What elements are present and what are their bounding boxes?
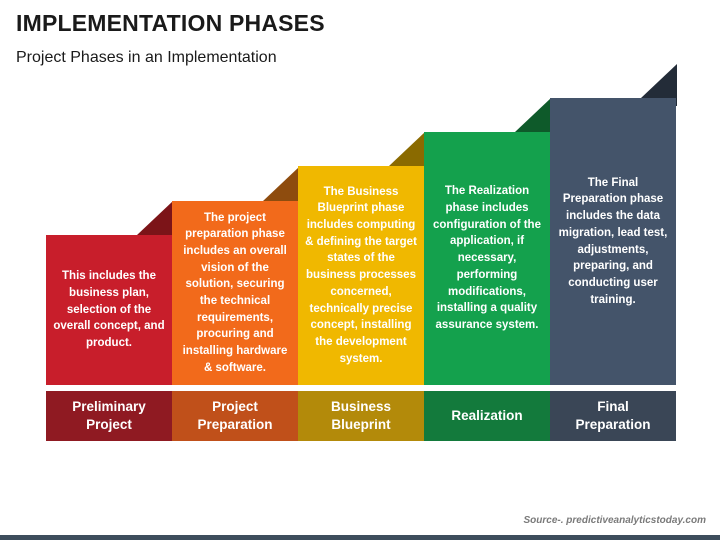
phase-card-3: The Business Blueprint phase includes co… — [298, 166, 424, 385]
phase-card-1: This includes the business plan, selecti… — [46, 235, 172, 385]
phase-label-text: Project Preparation — [197, 398, 273, 432]
phase-label-5: Final Preparation — [550, 391, 676, 441]
footer-bar — [0, 535, 720, 540]
phase-label-3: Business Blueprint — [298, 391, 424, 441]
phase-label-4: Realization — [424, 391, 550, 441]
phase-label-1: Preliminary Project — [46, 391, 172, 441]
step-shadow-3 — [389, 132, 425, 174]
phase-description: The Business Blueprint phase includes co… — [305, 185, 417, 365]
step-shadow-4 — [515, 98, 551, 140]
step-shadow-1 — [137, 201, 173, 243]
phase-description: This includes the business plan, selecti… — [53, 270, 165, 349]
phase-description: The Realization phase includes configura… — [433, 185, 541, 331]
step-shadow-2 — [263, 167, 299, 209]
page-subtitle: Project Phases in an Implementation — [16, 49, 277, 66]
phase-label-text: Final Preparation — [575, 398, 651, 432]
phase-card-2: The project preparation phase includes a… — [172, 201, 298, 385]
phase-card-5: The Final Preparation phase includes the… — [550, 98, 676, 385]
source-credit: Source-. predictiveanalyticstoday.com — [523, 515, 706, 526]
phase-description: The Final Preparation phase includes the… — [558, 176, 668, 306]
phase-label-text: Business Blueprint — [330, 398, 392, 432]
page-title: IMPLEMENTATION PHASES — [16, 10, 325, 36]
phase-description: The project preparation phase includes a… — [182, 211, 288, 374]
step-shadow-5 — [641, 64, 677, 106]
phase-card-4: The Realization phase includes configura… — [424, 132, 550, 385]
phase-label-2: Project Preparation — [172, 391, 298, 441]
phase-label-text: Preliminary Project — [72, 398, 146, 432]
phase-label-text: Realization — [451, 407, 523, 423]
